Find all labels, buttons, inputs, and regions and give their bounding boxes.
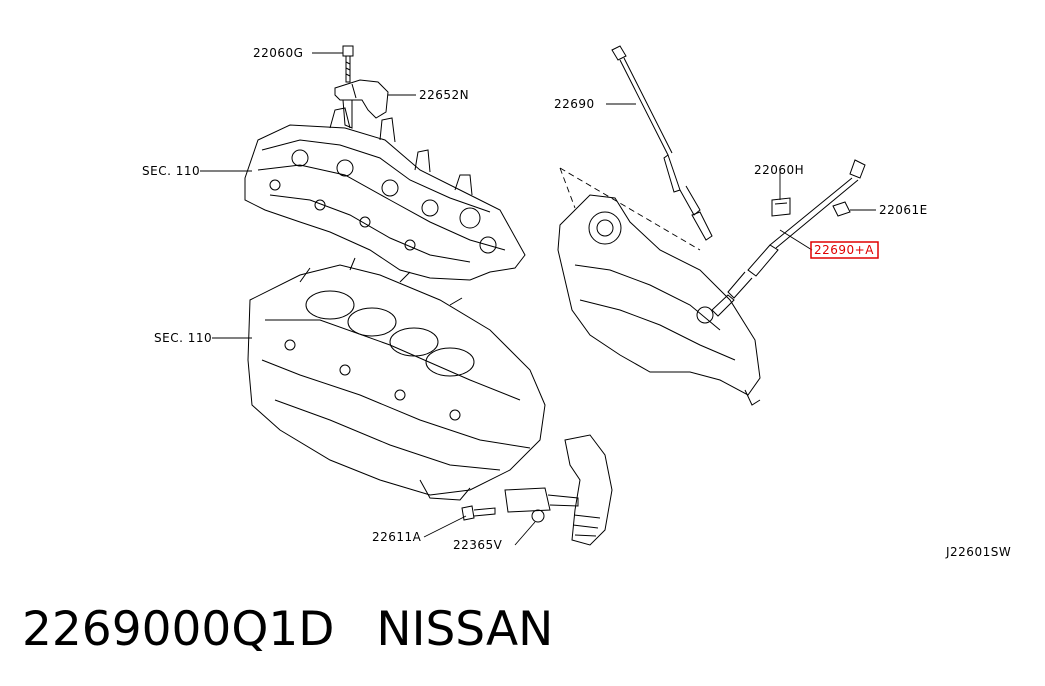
clip-22061e-drawing — [832, 201, 851, 217]
callout-sec110-block: SEC. 110 — [154, 331, 212, 345]
highlight-box — [810, 241, 879, 259]
cylinder-head-drawing — [244, 107, 526, 281]
callout-22061e: 22061E — [879, 203, 928, 217]
brand-name: NISSAN — [376, 602, 554, 657]
callout-22365v: 22365V — [453, 538, 503, 552]
diagram-code: J22601SW — [945, 545, 1011, 559]
manifold-dashed-guide — [559, 167, 701, 251]
caption: 2269000Q1D NISSAN — [22, 598, 1022, 668]
pipe-drawing — [564, 434, 613, 546]
callout-22060h: 22060H — [754, 163, 804, 177]
leader-lines — [200, 52, 876, 546]
sensor-22365v-drawing — [504, 487, 579, 523]
oxygen-sensor-22690-drawing — [611, 45, 713, 241]
cylinder-block-drawing — [247, 257, 546, 501]
bracket-drawing — [334, 79, 389, 129]
exhaust-manifold-drawing — [557, 194, 761, 406]
callout-sec110-head: SEC. 110 — [142, 164, 200, 178]
bolt-22060g-drawing — [342, 45, 354, 83]
callout-22690: 22690 — [554, 97, 595, 111]
callout-22690a: 22690+A — [814, 243, 874, 257]
clip-22060h-drawing — [771, 197, 791, 217]
oxygen-sensor-22690a-drawing — [711, 159, 866, 317]
callout-22060g: 22060G — [253, 46, 303, 60]
parts-diagram: 22060G 22652N SEC. 110 SEC. 110 22690 22… — [142, 45, 1011, 559]
callout-22652n: 22652N — [419, 88, 469, 102]
callout-22611a: 22611A — [372, 530, 422, 544]
bolt-22611a-drawing — [461, 505, 496, 521]
part-number: 2269000Q1D — [22, 602, 335, 657]
